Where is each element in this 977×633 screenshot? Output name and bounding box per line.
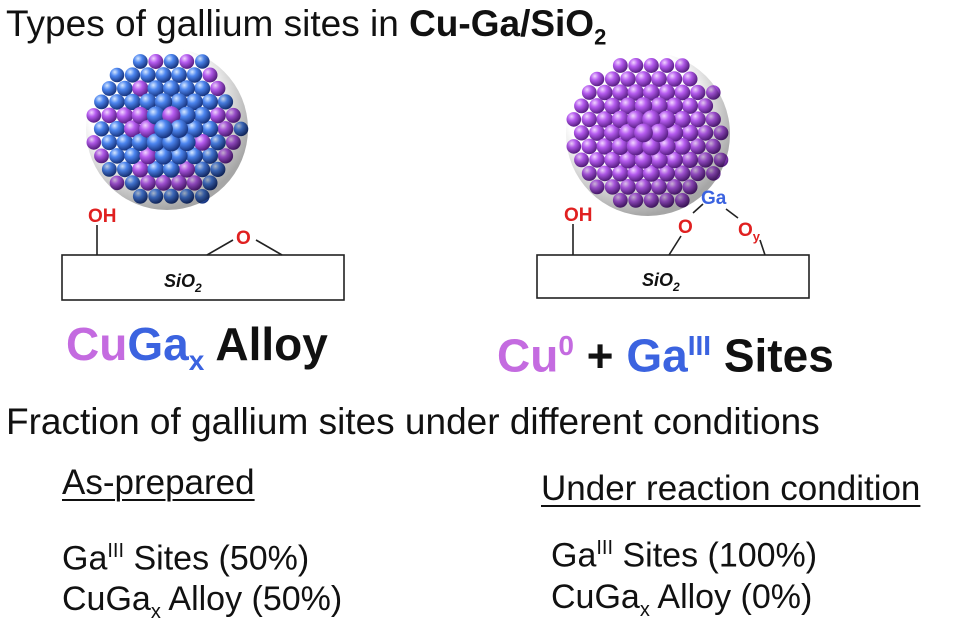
fraction-heading: Fraction of gallium sites under differen… bbox=[6, 401, 820, 442]
sites-caption: Cu0 + GaIII Sites bbox=[497, 329, 834, 382]
as-prepared-alloy: CuGax Alloy (50%) bbox=[62, 580, 343, 623]
oh-label: OH bbox=[88, 206, 117, 227]
oy-support-bond bbox=[759, 239, 766, 256]
sio2-support bbox=[61, 254, 345, 301]
particle-shading bbox=[566, 52, 730, 216]
ga-label: Ga bbox=[701, 188, 727, 209]
oxygen-label: O bbox=[236, 228, 251, 249]
o-support-bond bbox=[668, 235, 682, 256]
as-prepared-ga-sites: GaIII Sites (50%) bbox=[62, 539, 310, 578]
right-support-model: OH O Ga Oy SiO2 bbox=[536, 188, 810, 299]
reaction-ga-sites: GaIII Sites (100%) bbox=[551, 536, 818, 575]
title-system: Cu-Ga/SiO2 bbox=[409, 3, 607, 50]
oy-label: Oy bbox=[738, 220, 761, 244]
page-title: Types of gallium sites in Cu-Ga/SiO2 bbox=[6, 3, 607, 50]
support-label: SiO2 bbox=[164, 271, 202, 295]
particle-shading bbox=[86, 48, 248, 210]
cu-nanoparticle bbox=[566, 52, 730, 216]
reaction-condition-header: Under reaction condition bbox=[541, 469, 921, 508]
sio2-support bbox=[536, 254, 810, 299]
reaction-alloy: CuGax Alloy (0%) bbox=[551, 578, 813, 621]
oh-label: OH bbox=[564, 205, 593, 226]
cuga-alloy-nanoparticle bbox=[86, 48, 249, 210]
siloxane-bond-right bbox=[255, 239, 283, 256]
as-prepared-header: As-prepared bbox=[62, 463, 255, 502]
support-label: SiO2 bbox=[642, 270, 680, 294]
alloy-caption: CuGax Alloy bbox=[66, 318, 328, 377]
siloxane-bond-left bbox=[206, 239, 234, 256]
o-ga-bond bbox=[692, 203, 704, 214]
left-support-model: OH O SiO2 bbox=[61, 206, 345, 301]
oxygen-label: O bbox=[678, 217, 693, 238]
ga-oy-bond bbox=[725, 208, 739, 219]
